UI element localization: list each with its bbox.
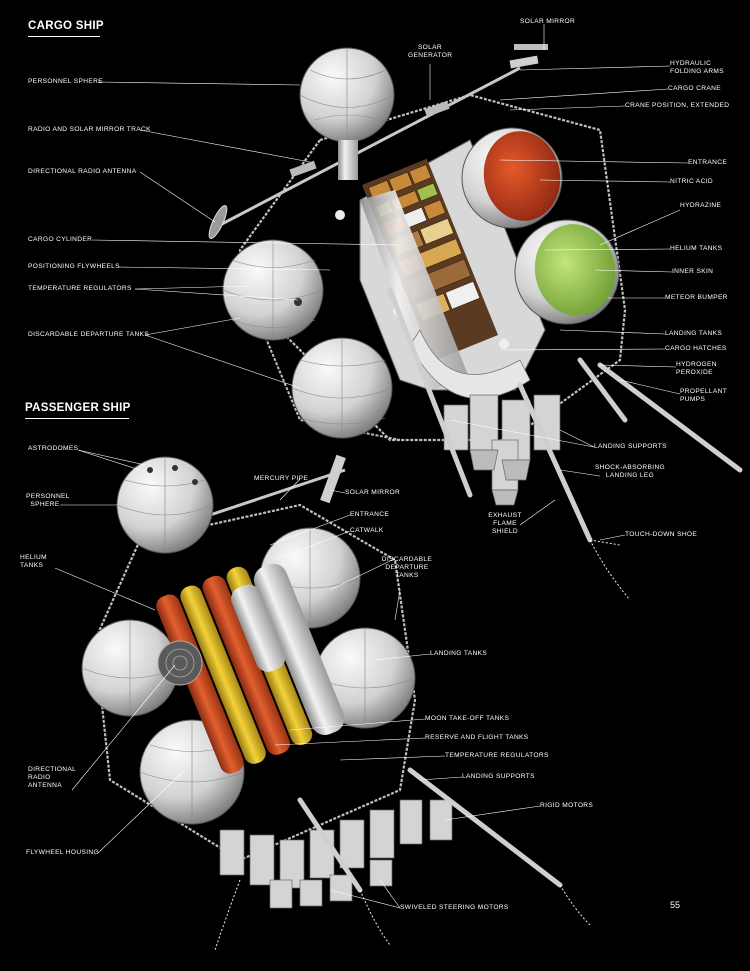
passenger-ship-drawing: [81, 454, 591, 951]
label-exhaust-flame-shield: EXHAUST FLAME SHIELD: [488, 512, 522, 535]
label-propellant-pumps: PROPELLANT PUMPS: [680, 388, 727, 403]
label-hydraulic-folding-arms: HYDRAULIC FOLDING ARMS: [670, 60, 725, 75]
label-rigid-motors: RIGID MOTORS: [540, 802, 594, 809]
cargo-ship-drawing: [208, 44, 743, 601]
label-astrodomes: ASTRODOMES: [28, 445, 79, 452]
label-solar-mirror-passenger: SOLAR MIRROR: [345, 489, 401, 496]
label-reserve-and-flight-tanks: RESERVE AND FLIGHT TANKS: [425, 734, 529, 741]
label-directional-radio-antenna-cargo: DIRECTIONAL RADIO ANTENNA: [28, 168, 137, 175]
label-crane-position-extended: CRANE POSITION, EXTENDED: [625, 102, 730, 109]
label-flywheel-housing: FLYWHEEL HOUSING: [26, 849, 100, 856]
label-entrance-passenger: ENTRANCE: [350, 511, 390, 518]
label-swiveled-steering-motors: SWIVELED STEERING MOTORS: [400, 904, 509, 911]
label-temperature-regulators-cargo: TEMPERATURE REGULATORS: [28, 285, 132, 292]
label-discardable-departure-tanks-cargo: DISCARDABLE DEPARTURE TANKS: [28, 331, 150, 338]
cargo-ship-title: CARGO SHIP: [28, 20, 104, 32]
label-helium-tanks-cargo: HELIUM TANKS: [670, 245, 723, 252]
label-radio-solar-track: RADIO AND SOLAR MIRROR TRACK: [28, 126, 151, 133]
label-landing-tanks-cargo: LANDING TANKS: [665, 330, 723, 337]
label-landing-tanks-passenger: LANDING TANKS: [430, 650, 488, 657]
label-hydrogen-peroxide: HYDROGEN PEROXIDE: [676, 361, 717, 376]
label-landing-supports-cargo: LANDING SUPPORTS: [594, 443, 667, 450]
label-nitric-acid: NITRIC ACID: [670, 178, 714, 185]
label-hydrazine: HYDRAZINE: [680, 202, 722, 209]
label-cargo-cylinder: CARGO CYLINDER: [28, 236, 93, 243]
label-landing-supports-passenger: LANDING SUPPORTS: [462, 773, 535, 780]
label-moon-take-off-tanks: MOON TAKE-OFF TANKS: [425, 715, 510, 722]
label-temperature-regulators-passenger: TEMPERATURE REGULATORS: [445, 752, 549, 759]
label-personnel-sphere-cargo: PERSONNEL SPHERE: [28, 78, 103, 85]
label-positioning-flywheels: POSITIONING FLYWHEELS: [28, 263, 120, 270]
label-cargo-hatches: CARGO HATCHES: [665, 345, 727, 352]
page-number: 55: [670, 900, 681, 910]
label-touch-down-shoe: TOUCH-DOWN SHOE: [625, 531, 698, 538]
label-shock-absorbing-landing-leg: SHOCK-ABSORBING LANDING LEG: [594, 464, 666, 479]
passenger-ship-title-rule: [25, 418, 129, 420]
label-cargo-crane: CARGO CRANE: [668, 85, 721, 92]
label-inner-skin: INNER SKIN: [672, 268, 714, 275]
leader-lines: [54, 24, 689, 909]
label-personnel-sphere-passenger: PERSONNEL SPHERE: [26, 493, 70, 508]
label-solar-mirror: SOLAR MIRROR: [520, 18, 576, 25]
label-meteor-bumper: METEOR BUMPER: [665, 294, 728, 301]
label-solar-generator: SOLAR GENERATOR: [408, 44, 453, 59]
label-discardable-departure-tanks-passenger: DISCARDABLE DEPARTURE TANKS: [381, 556, 433, 579]
label-catwalk: CATWALK: [350, 527, 384, 534]
label-helium-tanks-passenger: HELIUM TANKS: [20, 554, 48, 569]
cargo-ship-title-rule: [28, 36, 100, 38]
label-directional-radio-antenna-passenger: DIRECTIONAL RADIO ANTENNA: [28, 766, 76, 789]
passenger-ship-title: PASSENGER SHIP: [25, 402, 131, 414]
label-mercury-pipe: MERCURY PIPE: [254, 475, 309, 482]
label-entrance-cargo: ENTRANCE: [688, 159, 728, 166]
